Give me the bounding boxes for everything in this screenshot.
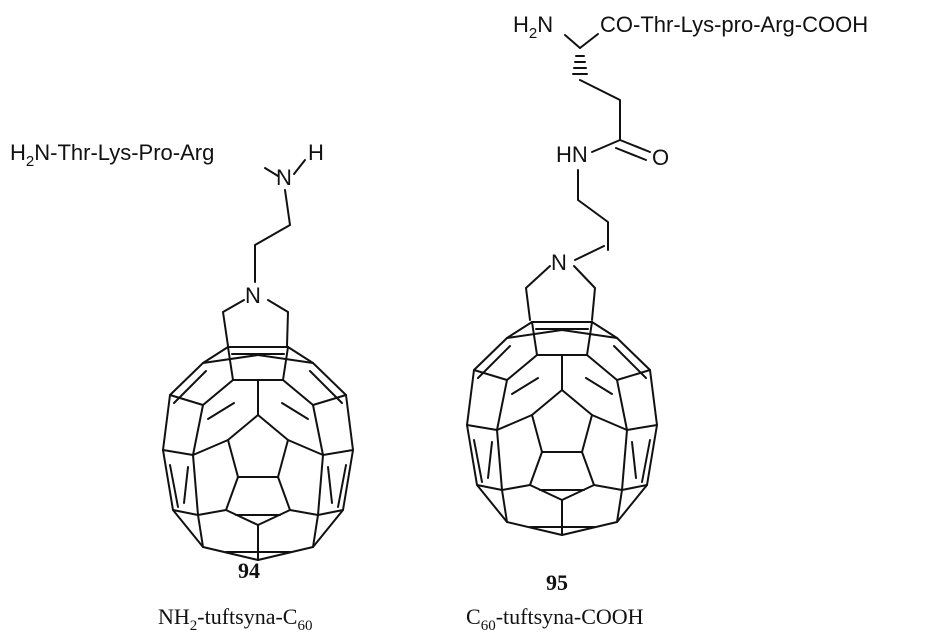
carbonyl-oxygen-95: O bbox=[652, 145, 669, 170]
compound-94: H2N-Thr-Lys-Pro-Arg N H N 94 NH2-tuftsyn… bbox=[10, 140, 354, 632]
pyrrolidine-nitrogen-95: N bbox=[551, 250, 567, 275]
caption-95: C60-tuftsyna-COOH bbox=[466, 604, 644, 632]
amine-hydrogen-94: H bbox=[308, 140, 324, 165]
stereo-hash-bond bbox=[572, 55, 588, 75]
compound-95: H2N CO-Thr-Lys-pro-Arg-COOH O HN N 95 C6… bbox=[466, 12, 868, 632]
amino-group-95: H2N bbox=[513, 12, 553, 42]
pyrrolidine-nitrogen-94: N bbox=[245, 283, 261, 308]
caption-94: NH2-tuftsyna-C60 bbox=[158, 604, 312, 632]
compound-number-95: 95 bbox=[546, 570, 568, 595]
compound-number-94: 94 bbox=[238, 558, 260, 583]
amine-nitrogen-94: N bbox=[276, 165, 292, 190]
amide-nh-95: HN bbox=[556, 142, 588, 167]
peptide-chain-95: CO-Thr-Lys-pro-Arg-COOH bbox=[600, 12, 868, 37]
peptide-chain-94: H2N-Thr-Lys-Pro-Arg bbox=[10, 140, 214, 170]
